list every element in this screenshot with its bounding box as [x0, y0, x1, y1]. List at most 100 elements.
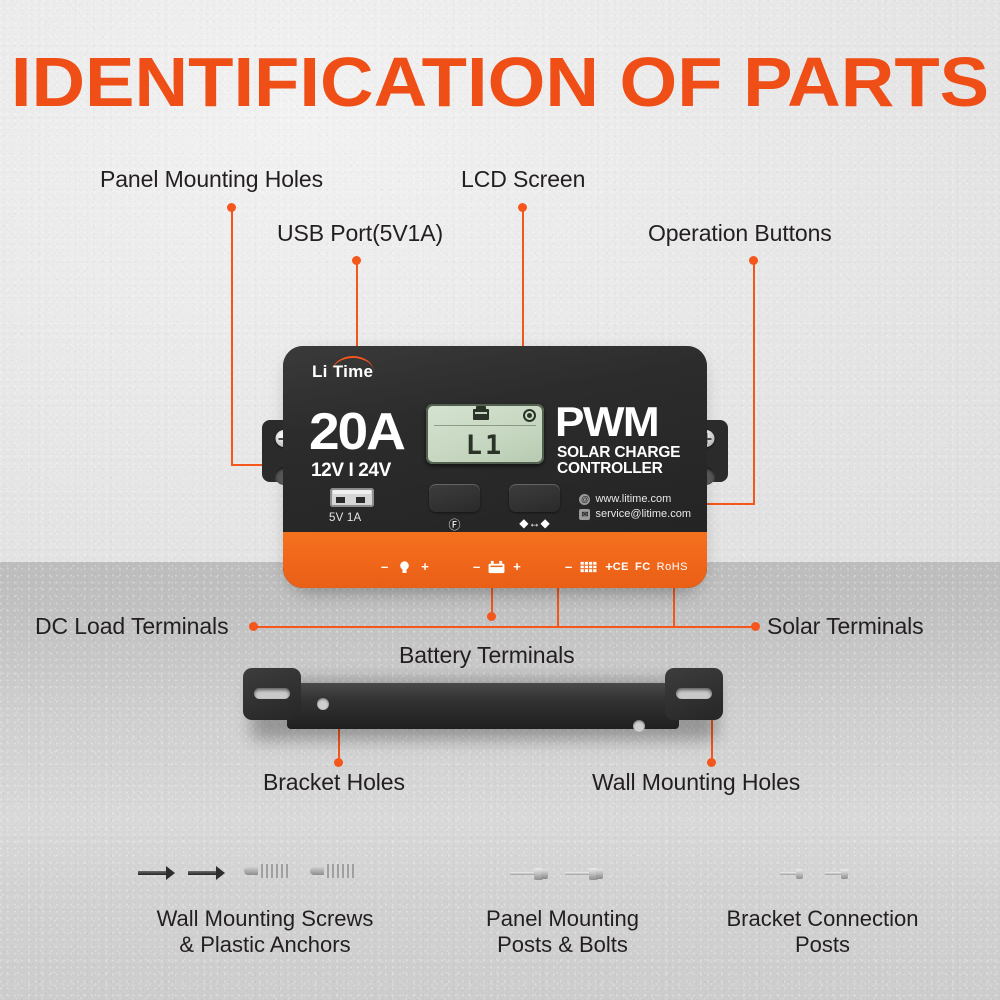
operation-button-right[interactable]	[509, 484, 560, 512]
caption-line2: Posts & Bolts	[497, 932, 628, 958]
wall-mounting-hole-right[interactable]	[676, 688, 712, 699]
post-nut	[796, 869, 803, 879]
bulb-icon	[400, 560, 410, 573]
callout-lcd-screen: LCD Screen	[461, 166, 586, 192]
voltage-rating: 12V I 24V	[311, 460, 391, 481]
leader-dot-wall-holes	[707, 758, 716, 767]
post-nut-2	[596, 869, 603, 879]
plastic-anchor-1	[244, 864, 290, 878]
device-lower-band	[283, 532, 707, 588]
post-nut-2	[541, 869, 548, 879]
cert-ce: CE	[612, 561, 629, 573]
controller-subtitle-line2: CONTROLLER	[557, 460, 663, 478]
leader-dot-solar	[751, 622, 760, 631]
bracket-hole-right[interactable]	[633, 720, 645, 732]
leader-line-solar-h	[557, 626, 755, 628]
callout-wall-mounting-holes: Wall Mounting Holes	[592, 769, 801, 795]
lcd-screen[interactable]: L1	[426, 404, 544, 464]
certification-marks: CE FC RoHS	[613, 561, 688, 573]
panel-post-2	[565, 868, 603, 880]
dc-load-terminal-marking: – +	[381, 559, 429, 574]
anchor-body	[258, 864, 290, 878]
email-text: service@litime.com	[595, 507, 691, 520]
callout-dc-load-terminals: DC Load Terminals	[35, 613, 229, 639]
usb-port[interactable]	[330, 488, 374, 507]
website-text: www.litime.com	[595, 493, 672, 505]
post-rod	[565, 872, 591, 875]
dc-load-minus: –	[381, 559, 389, 574]
post-rod	[510, 872, 536, 875]
bracket-bar	[287, 683, 679, 729]
leader-line-dc-load-v	[673, 578, 675, 628]
screw-shaft	[188, 871, 218, 875]
globe-icon: @	[579, 493, 591, 505]
device-body: Li Time 20A 12V I 24V L1 PWM SOLAR CHARG…	[283, 346, 707, 588]
post-rod	[825, 872, 843, 875]
brand-logo: Li Time	[312, 356, 374, 382]
hardware-caption-bracket-posts: Bracket Connection Posts	[715, 906, 930, 959]
email-row: ✉ service@litime.com	[579, 507, 691, 522]
bracket-post-2	[825, 868, 853, 880]
screw-head	[216, 866, 225, 880]
leader-line-lcd	[522, 207, 524, 417]
caption-line2: & Plastic Anchors	[179, 932, 351, 958]
solar-charge-controller[interactable]: Li Time 20A 12V I 24V L1 PWM SOLAR CHARG…	[262, 346, 728, 592]
callout-bracket-holes: Bracket Holes	[263, 769, 405, 795]
hardware-caption-wall-screws: Wall Mounting Screws & Plastic Anchors	[120, 906, 410, 959]
battery-icon	[473, 406, 489, 420]
leader-line-battery	[491, 578, 493, 616]
screw-head	[166, 866, 175, 880]
callout-panel-mounting-holes: Panel Mounting Holes	[100, 166, 324, 192]
website-row: @ www.litime.com	[579, 492, 691, 507]
load-arrows-icon: ◆↔◆	[519, 516, 550, 530]
bracket-end-left	[243, 668, 301, 720]
leader-dot-bracket-holes	[334, 758, 343, 767]
wall-mounting-hole-left[interactable]	[254, 688, 290, 699]
anchor-body	[324, 864, 356, 878]
dc-load-plus: +	[421, 559, 429, 574]
cert-fc: FC	[634, 561, 651, 573]
leader-line-wall-holes	[711, 694, 713, 762]
leader-dot-battery	[487, 612, 496, 621]
operation-button-left[interactable]	[429, 484, 480, 512]
battery-icon	[488, 560, 505, 573]
leader-line-panel-mounting	[231, 207, 233, 466]
caption-line1: Panel Mounting	[486, 906, 639, 931]
bracket-post-1	[780, 868, 808, 880]
controller-subtitle-line1: SOLAR CHARGE	[557, 444, 681, 461]
anchor-tip	[244, 867, 260, 875]
battery-plus: +	[513, 559, 521, 574]
solar-plus: +	[605, 559, 613, 574]
bracket-end-right	[665, 668, 723, 720]
caption-line2: Posts	[794, 932, 851, 958]
page-title: IDENTIFICATION OF PARTS	[10, 43, 990, 121]
cert-rohs: RoHS	[656, 561, 688, 573]
callout-solar-terminals: Solar Terminals	[767, 613, 924, 639]
solar-panel-icon	[580, 561, 597, 572]
controller-subtitle: SOLAR CHARGE CONTROLLER	[557, 444, 681, 478]
usb-pin-left	[336, 497, 345, 503]
leader-line-bracket-holes	[338, 702, 340, 762]
callout-battery-terminals: Battery Terminals	[399, 642, 575, 668]
solar-terminal-marking: – +	[565, 559, 613, 574]
controller-type: PWM	[555, 398, 660, 445]
background-lower-wall	[0, 820, 1000, 1000]
anchor-tip	[310, 867, 326, 875]
sun-target-icon	[523, 409, 536, 422]
lcd-divider	[434, 425, 536, 426]
leader-line-solar-v	[557, 578, 559, 628]
usb-pin-right	[356, 497, 365, 503]
amperage-rating: 20A	[309, 403, 406, 461]
lcd-value: L1	[465, 430, 505, 461]
panel-post-1	[510, 868, 548, 880]
battery-terminal-marking: – +	[473, 559, 521, 574]
mail-icon: ✉	[579, 508, 591, 520]
mounting-bracket[interactable]	[243, 668, 723, 740]
bracket-hole-left[interactable]	[317, 698, 329, 710]
leader-line-operation-v	[753, 260, 755, 504]
brand-arc-icon	[332, 356, 374, 372]
caption-line1: Bracket Connection	[726, 906, 919, 931]
callout-operation-buttons: Operation Buttons	[648, 220, 832, 246]
caption-line1: Wall Mounting Screws	[156, 906, 374, 931]
contact-info: @ www.litime.com ✉ service@litime.com	[579, 492, 691, 522]
